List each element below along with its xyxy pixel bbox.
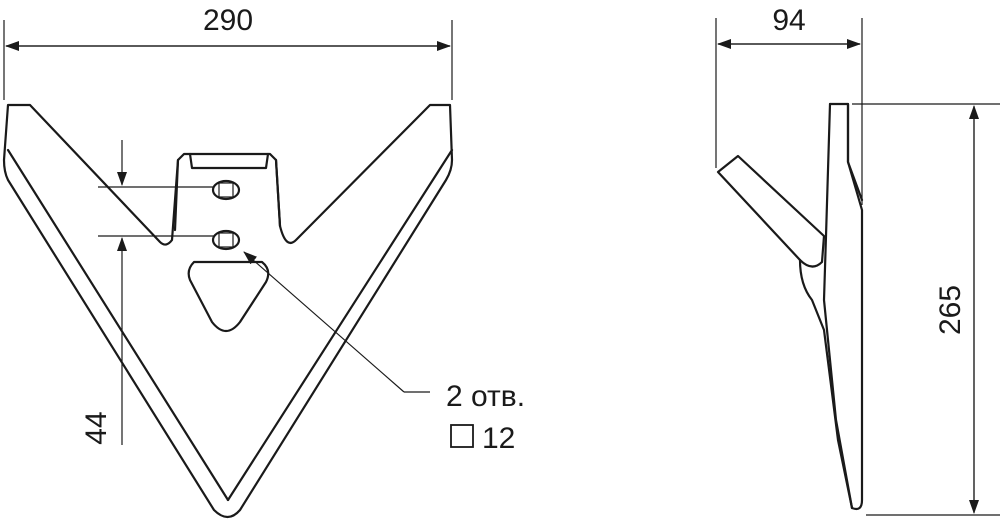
dimension-hole-offset-label: 44	[80, 411, 113, 444]
share-bevel-left	[6, 148, 230, 502]
dimension-height-label: 265	[934, 285, 967, 335]
dimension-depth-label: 94	[772, 4, 805, 37]
mount-hole-lower	[211, 229, 241, 251]
side-wing	[716, 154, 826, 268]
mount-hole-upper	[211, 179, 241, 201]
dimension-width: 290	[3, 4, 453, 100]
side-view	[716, 102, 864, 511]
dimension-width-label: 290	[203, 4, 253, 37]
side-blade-chamfer	[846, 102, 864, 202]
share-bevel-right	[226, 148, 454, 502]
mount-plate-notch	[188, 152, 270, 170]
hole-size-label: 12	[482, 422, 515, 455]
triangle-cutout	[187, 260, 270, 333]
front-view	[2, 103, 454, 519]
side-blade-outer	[798, 102, 864, 511]
mount-hole-upper-square	[218, 182, 234, 198]
mount-plate-edge-left	[173, 158, 180, 232]
mount-hole-lower-square	[218, 232, 234, 248]
dimension-hole-offset: 44	[80, 140, 214, 445]
hole-callout: 2 отв. 12	[243, 251, 525, 455]
share-outer-contour	[2, 103, 454, 519]
side-blade-inner	[822, 102, 854, 510]
dimension-height: 265	[852, 103, 1000, 516]
square-symbol-icon	[450, 424, 474, 448]
hole-count-label: 2 отв.	[446, 380, 525, 413]
mount-plate-edge-right	[274, 158, 282, 228]
dimension-depth: 94	[715, 4, 863, 205]
